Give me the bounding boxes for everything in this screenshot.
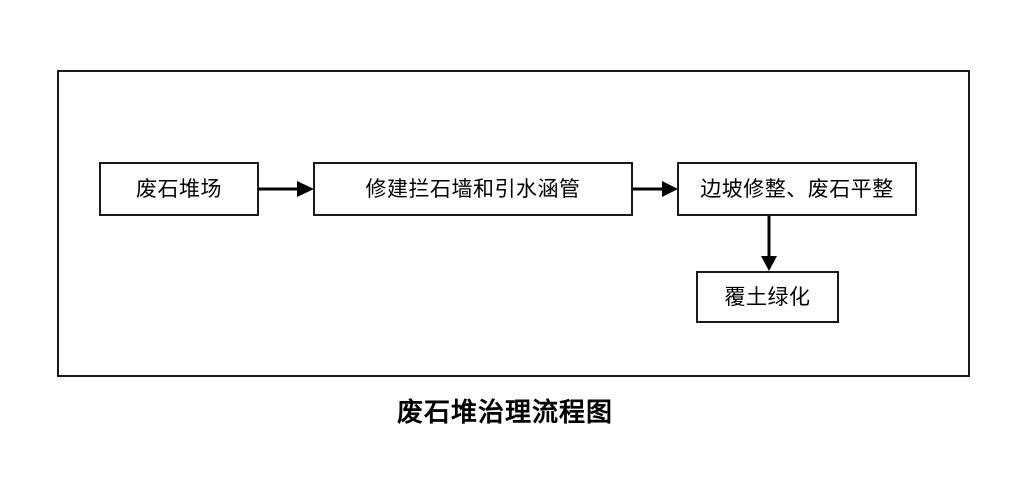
node-soil-revegetation[interactable]: 覆土绿化 — [696, 271, 839, 323]
diagram-outer-frame — [57, 70, 970, 377]
connector-wall-to-slope — [633, 180, 679, 198]
node-slope-trimming-label: 边坡修整、废石平整 — [700, 176, 894, 201]
node-slope-trimming[interactable]: 边坡修整、废石平整 — [677, 162, 917, 216]
node-waste-rock-dump-label: 废石堆场 — [136, 176, 222, 201]
node-build-retaining-wall-label: 修建拦石墙和引水涵管 — [365, 176, 581, 201]
node-build-retaining-wall[interactable]: 修建拦石墙和引水涵管 — [313, 162, 633, 216]
arrow-down-icon — [761, 216, 777, 271]
connector-dump-to-wall — [259, 180, 315, 198]
arrow-right-icon — [259, 181, 314, 197]
diagram-caption: 废石堆治理流程图 — [396, 398, 613, 427]
node-waste-rock-dump[interactable]: 废石堆场 — [99, 162, 259, 216]
arrow-right-icon — [633, 181, 678, 197]
node-soil-revegetation-label: 覆土绿化 — [724, 284, 811, 309]
connector-slope-to-reveg — [760, 216, 778, 272]
